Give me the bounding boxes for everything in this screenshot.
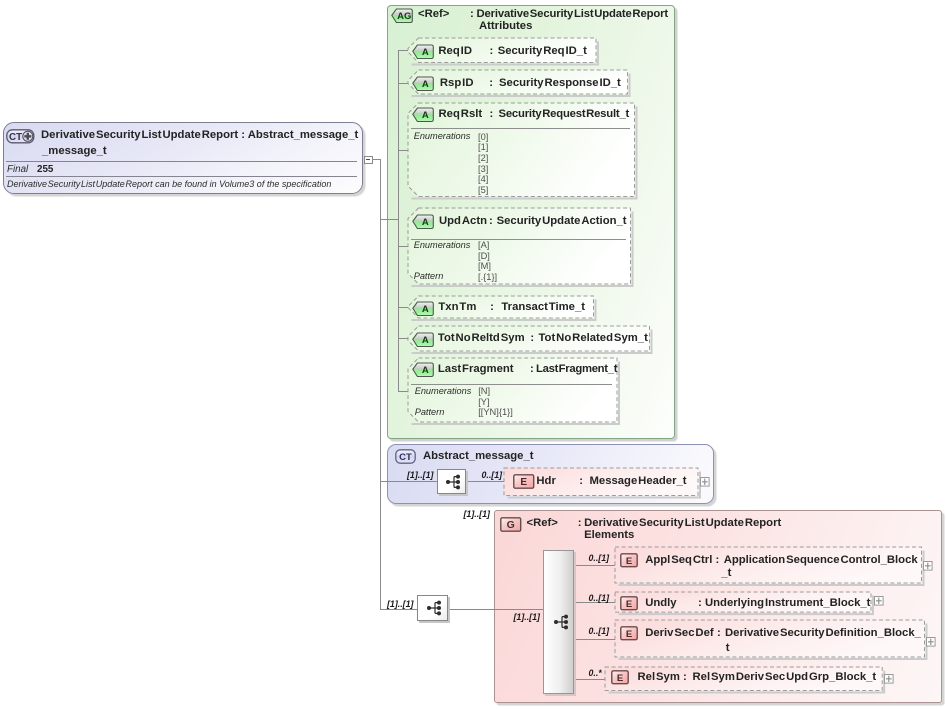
svg-text:E: E (616, 673, 622, 684)
svg-text:A: A (421, 217, 428, 228)
svg-text:E: E (626, 556, 632, 567)
svg-text:A: A (421, 303, 428, 314)
svg-text:CT: CT (9, 132, 22, 143)
svg-text:CT: CT (399, 452, 412, 463)
svg-text:E: E (626, 598, 632, 609)
svg-text:A: A (421, 365, 428, 376)
svg-text:A: A (421, 334, 428, 345)
svg-text:E: E (626, 628, 632, 639)
svg-text:A: A (421, 47, 428, 58)
svg-text:G: G (506, 519, 514, 531)
svg-text:A: A (421, 110, 428, 121)
svg-text:E: E (520, 477, 527, 488)
svg-text:AG: AG (397, 10, 411, 21)
svg-text:A: A (421, 79, 428, 90)
